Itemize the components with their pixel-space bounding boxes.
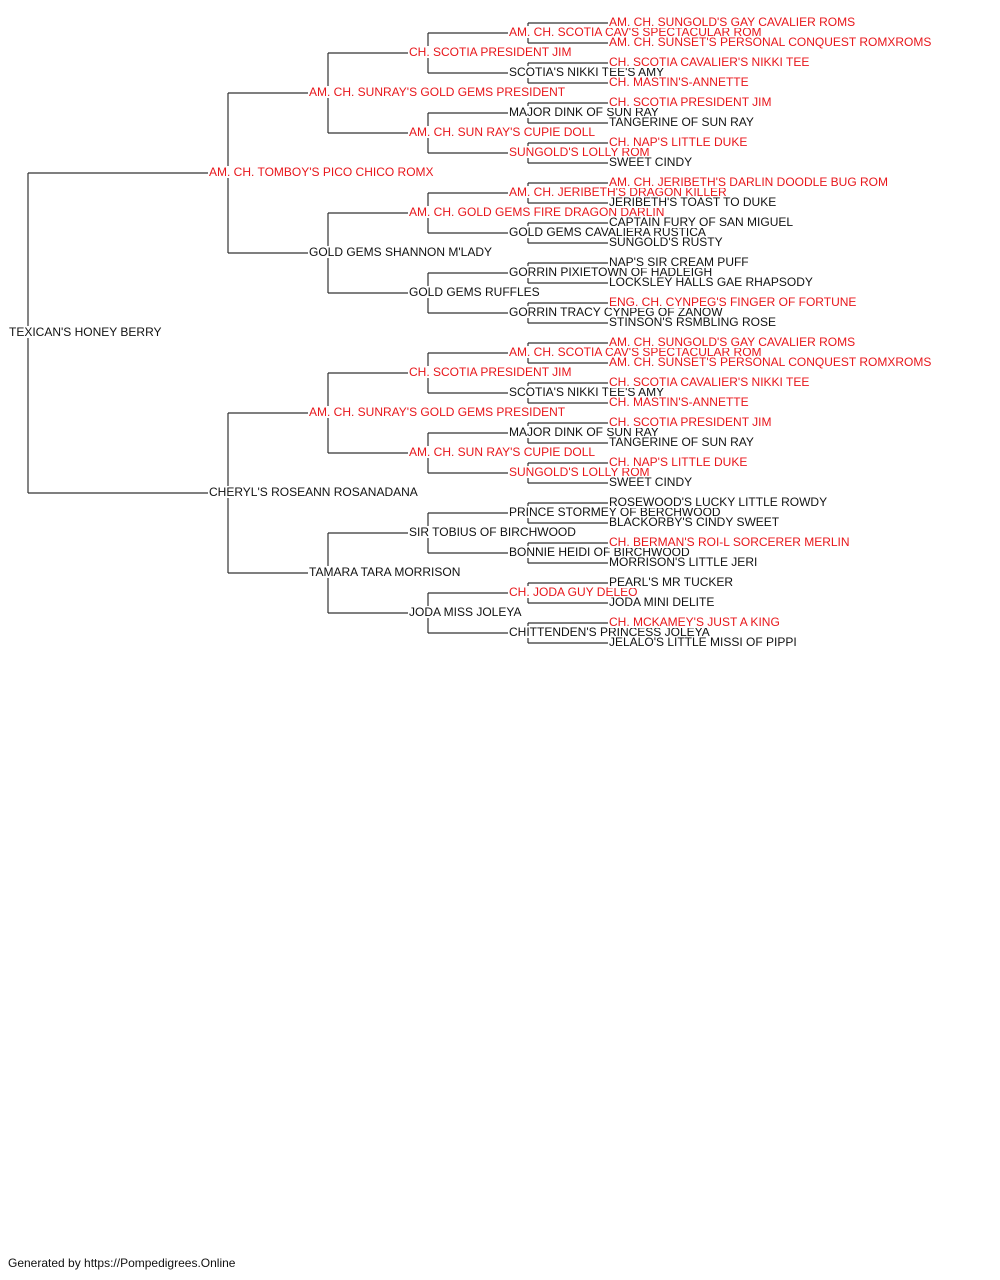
dog-name-gen5: CH. NAP'S LITTLE DUKE (608, 135, 749, 149)
dog-name-gen5: CH. SCOTIA CAVALIER'S NIKKI TEE (608, 55, 811, 69)
dog-name-gen4: SUNGOLD'S LOLLY ROM (508, 145, 651, 159)
dog-name-gen5: ROSEWOOD'S LUCKY LITTLE ROWDY (608, 495, 829, 509)
dog-name-gen4: CHITTENDEN'S PRINCESS JOLEYA (508, 625, 711, 639)
dog-name-gen5: AM. CH. SUNSET'S PERSONAL CONQUEST ROMXR… (608, 35, 933, 49)
dog-name-gen5: TANGERINE OF SUN RAY (608, 435, 755, 449)
dog-name-gen4: GORRIN PIXIETOWN OF HADLEIGH (508, 265, 714, 279)
dog-name-gen5: CH. SCOTIA PRESIDENT JIM (608, 415, 773, 429)
dog-name-gen5: CH. MASTIN'S-ANNETTE (608, 395, 750, 409)
dog-name-gen4: MAJOR DINK OF SUN RAY (508, 105, 660, 119)
dog-name-gen5: JERIBETH'S TOAST TO DUKE (608, 195, 778, 209)
dog-name-gen3: SIR TOBIUS OF BIRCHWOOD (408, 525, 577, 539)
dog-name-gen5: AM. CH. SUNGOLD'S GAY CAVALIER ROMS (608, 15, 857, 29)
dog-name-gen5: AM. CH. JERIBETH'S DARLIN DOODLE BUG ROM (608, 175, 889, 189)
dog-name-gen2: AM. CH. SUNRAY'S GOLD GEMS PRESIDENT (308, 405, 567, 419)
footer-credit: Generated by https://Pompedigrees.Online (8, 1256, 236, 1270)
dog-name-gen5: CH. MCKAMEY'S JUST A KING (608, 615, 781, 629)
dog-name-gen3: CH. SCOTIA PRESIDENT JIM (408, 45, 573, 59)
dog-name-gen2: AM. CH. SUNRAY'S GOLD GEMS PRESIDENT (308, 85, 567, 99)
dog-name-gen5: PEARL'S MR TUCKER (608, 575, 735, 589)
dog-name-gen3: AM. CH. GOLD GEMS FIRE DRAGON DARLIN (408, 205, 666, 219)
dog-name-gen4: SCOTIA'S NIKKI TEE'S AMY (508, 385, 666, 399)
dog-name-gen5: BLACKORBY'S CINDY SWEET (608, 515, 781, 529)
dog-name-gen4: CH. JODA GUY DELEO (508, 585, 639, 599)
dog-name-gen4: GOLD GEMS CAVALIERA RUSTICA (508, 225, 707, 239)
dog-name-gen5: LOCKSLEY HALLS GAE RHAPSODY (608, 275, 814, 289)
dog-name-gen4: AM. CH. JERIBETH'S DRAGON KILLER (508, 185, 728, 199)
dog-name-gen5: SWEET CINDY (608, 475, 694, 489)
dog-name-gen4: AM. CH. SCOTIA CAV'S SPECTACULAR ROM (508, 345, 763, 359)
dog-name-gen3: JODA MISS JOLEYA (408, 605, 523, 619)
dog-name-gen4: MAJOR DINK OF SUN RAY (508, 425, 660, 439)
dog-name-gen5: CH. MASTIN'S-ANNETTE (608, 75, 750, 89)
dog-name-gen4: SUNGOLD'S LOLLY ROM (508, 465, 651, 479)
dog-name-gen5: ENG. CH. CYNPEG'S FINGER OF FORTUNE (608, 295, 858, 309)
dog-name-gen5: AM. CH. SUNGOLD'S GAY CAVALIER ROMS (608, 335, 857, 349)
dog-name-gen5: MORRISON'S LITTLE JERI (608, 555, 759, 569)
dog-name-gen4: AM. CH. SCOTIA CAV'S SPECTACULAR ROM (508, 25, 763, 39)
dog-name-gen5: JELALO'S LITTLE MISSI OF PIPPI (608, 635, 798, 649)
dog-name-gen5: CH. BERMAN'S ROI-L SORCERER MERLIN (608, 535, 851, 549)
dog-name-gen5: TANGERINE OF SUN RAY (608, 115, 755, 129)
dog-name-gen5: JODA MINI DELITE (608, 595, 716, 609)
dog-name-gen2: GOLD GEMS SHANNON M'LADY (308, 245, 493, 259)
dog-name-gen1: CHERYL'S ROSEANN ROSANADANA (208, 485, 419, 499)
dog-name-gen0: TEXICAN'S HONEY BERRY (8, 325, 163, 339)
dog-name-gen2: TAMARA TARA MORRISON (308, 565, 462, 579)
dog-name-gen5: CH. SCOTIA PRESIDENT JIM (608, 95, 773, 109)
dog-name-gen3: GOLD GEMS RUFFLES (408, 285, 541, 299)
dog-name-gen4: BONNIE HEIDI OF BIRCHWOOD (508, 545, 691, 559)
dog-name-gen4: PRINCE STORMEY OF BERCHWOOD (508, 505, 722, 519)
dog-name-gen1: AM. CH. TOMBOY'S PICO CHICO ROMX (208, 165, 435, 179)
dog-name-gen5: AM. CH. SUNSET'S PERSONAL CONQUEST ROMXR… (608, 355, 933, 369)
dog-name-gen5: NAP'S SIR CREAM PUFF (608, 255, 750, 269)
dog-name-gen5: CH. NAP'S LITTLE DUKE (608, 455, 749, 469)
dog-name-gen3: CH. SCOTIA PRESIDENT JIM (408, 365, 573, 379)
dog-name-gen5: STINSON'S RSMBLING ROSE (608, 315, 777, 329)
dog-name-gen5: SWEET CINDY (608, 155, 694, 169)
dog-name-gen4: GORRIN TRACY CYNPEG OF ZANOW (508, 305, 724, 319)
dog-name-gen4: SCOTIA'S NIKKI TEE'S AMY (508, 65, 666, 79)
dog-name-gen3: AM. CH. SUN RAY'S CUPIE DOLL (408, 125, 597, 139)
dog-name-gen5: SUNGOLD'S RUSTY (608, 235, 724, 249)
dog-name-gen3: AM. CH. SUN RAY'S CUPIE DOLL (408, 445, 597, 459)
dog-name-gen5: CAPTAIN FURY OF SAN MIGUEL (608, 215, 795, 229)
dog-name-gen5: CH. SCOTIA CAVALIER'S NIKKI TEE (608, 375, 811, 389)
